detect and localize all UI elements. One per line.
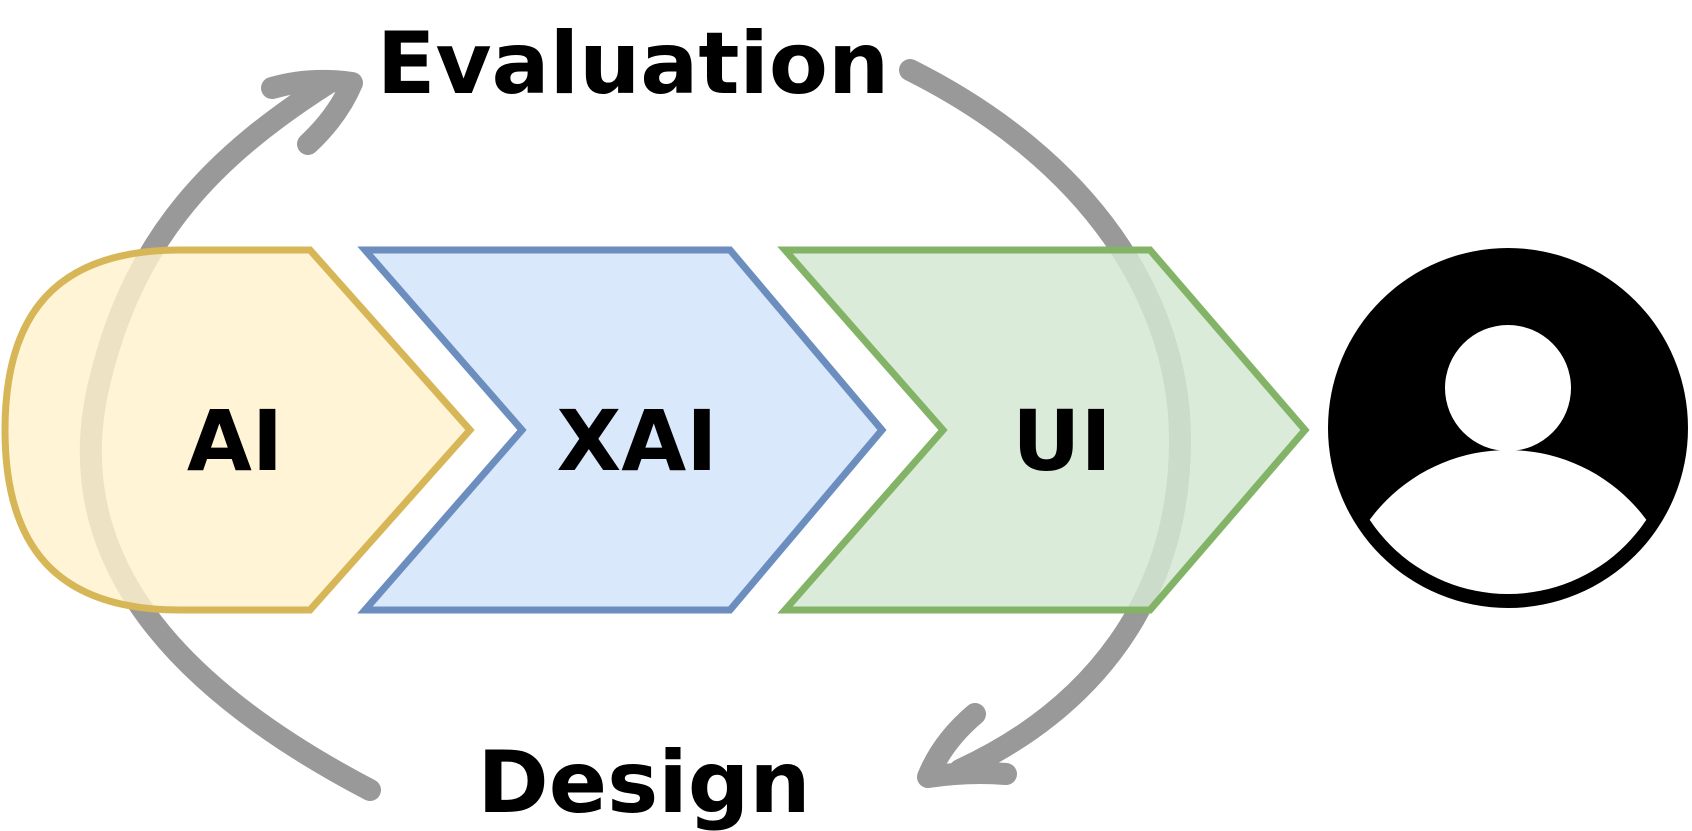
- stage-ui-label: UI: [1012, 392, 1111, 490]
- evaluation-label: Evaluation: [377, 14, 889, 114]
- pipeline-stages: [1, 246, 1310, 614]
- stage-ai-shape: [1, 246, 475, 614]
- right-cycle-arrowhead: [917, 703, 1017, 788]
- design-label: Design: [477, 733, 810, 831]
- left-cycle-arrowhead: [261, 69, 363, 155]
- stage-ui-shape: [777, 246, 1310, 614]
- stage-ai-label: AI: [187, 392, 283, 490]
- stage-xai-label: XAI: [556, 392, 717, 490]
- user-icon: [1328, 248, 1688, 608]
- stage-xai-shape: [357, 246, 887, 614]
